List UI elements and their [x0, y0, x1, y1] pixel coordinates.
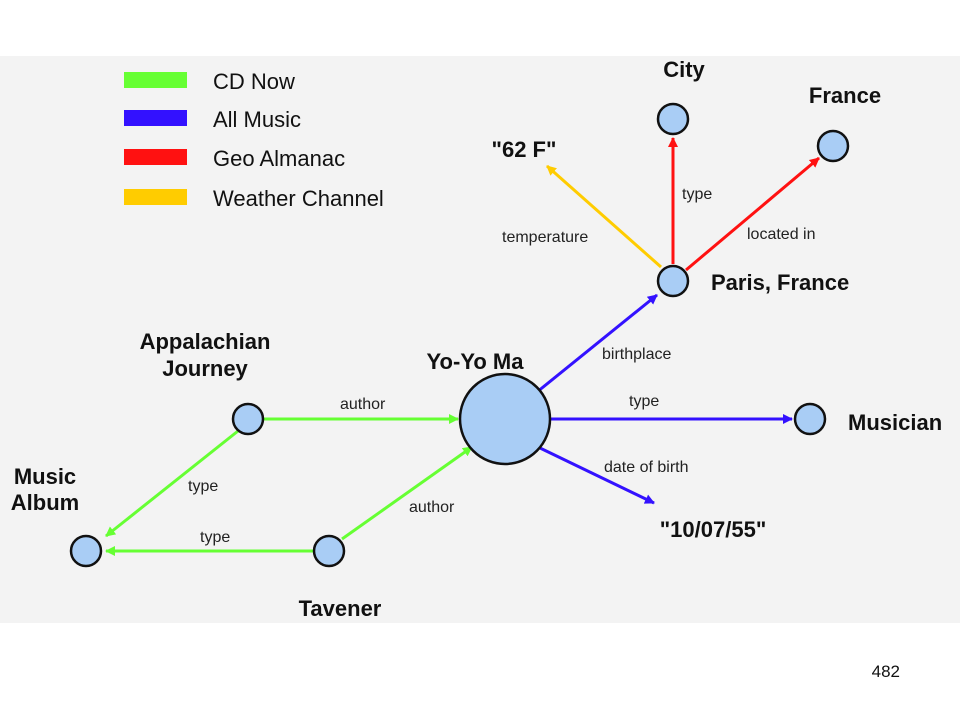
- label-france: France: [809, 83, 881, 108]
- edge-label-birthplace: birthplace: [602, 346, 671, 363]
- edge-label-tavener-type: type: [200, 529, 230, 546]
- edge-appalachian-type: [105, 429, 239, 538]
- label-paris: Paris, France: [711, 270, 849, 295]
- legend-swatch-weather-channel: [124, 189, 187, 205]
- edge-label-located-in: located in: [747, 226, 816, 243]
- legend: CD Now All Music Geo Almanac Weather Cha…: [124, 69, 384, 211]
- edge-label-paris-type: type: [682, 186, 712, 203]
- node-music-album: [69, 534, 103, 568]
- edge-label-appalachian-author: author: [340, 396, 386, 413]
- node-paris: [656, 264, 690, 298]
- legend-swatch-all-music: [124, 110, 187, 126]
- edge-label-date-of-birth: date of birth: [604, 459, 689, 476]
- label-appalachian-line1: Appalachian: [140, 329, 271, 354]
- edge-labels: temperature type located in birthplace t…: [188, 186, 816, 546]
- edge-located-in: [685, 156, 820, 272]
- page-number: 482: [871, 662, 900, 681]
- legend-label-weather-channel: Weather Channel: [213, 186, 384, 211]
- edge-temperature: [546, 164, 662, 269]
- legend-label-all-music: All Music: [213, 107, 301, 132]
- node-city: [656, 102, 690, 136]
- node-france: [816, 129, 850, 163]
- node-musician: [793, 402, 827, 436]
- edge-label-appalachian-type: type: [188, 478, 218, 495]
- node-tavener: [312, 534, 346, 568]
- label-musician: Musician: [848, 410, 942, 435]
- edge-tavener-author: [341, 445, 473, 541]
- nodes: [69, 102, 850, 568]
- node-labels: City France "62 F" Paris, France Appalac…: [11, 57, 942, 621]
- edge-label-yoyoma-type: type: [629, 393, 659, 410]
- legend-swatch-geo-almanac: [124, 149, 187, 165]
- label-city: City: [663, 57, 705, 82]
- edge-date-of-birth: [539, 446, 655, 505]
- edges: [105, 137, 820, 556]
- label-yoyoma: Yo-Yo Ma: [427, 349, 525, 374]
- legend-swatch-cd-now: [124, 72, 187, 88]
- label-music-album-line2: Album: [11, 490, 79, 515]
- legend-label-cd-now: CD Now: [213, 69, 295, 94]
- node-appalachian-journey: [231, 402, 265, 436]
- label-dob-value: "10/07/55": [660, 517, 767, 542]
- node-yoyoma: [458, 372, 552, 466]
- label-music-album-line1: Music: [14, 464, 76, 489]
- edge-label-tavener-author: author: [409, 499, 455, 516]
- label-temp-value: "62 F": [492, 137, 557, 162]
- edge-label-temperature: temperature: [502, 229, 588, 246]
- edge-birthplace: [536, 293, 658, 394]
- label-tavener: Tavener: [299, 596, 382, 621]
- label-appalachian-line2: Journey: [162, 356, 248, 381]
- legend-label-geo-almanac: Geo Almanac: [213, 146, 345, 171]
